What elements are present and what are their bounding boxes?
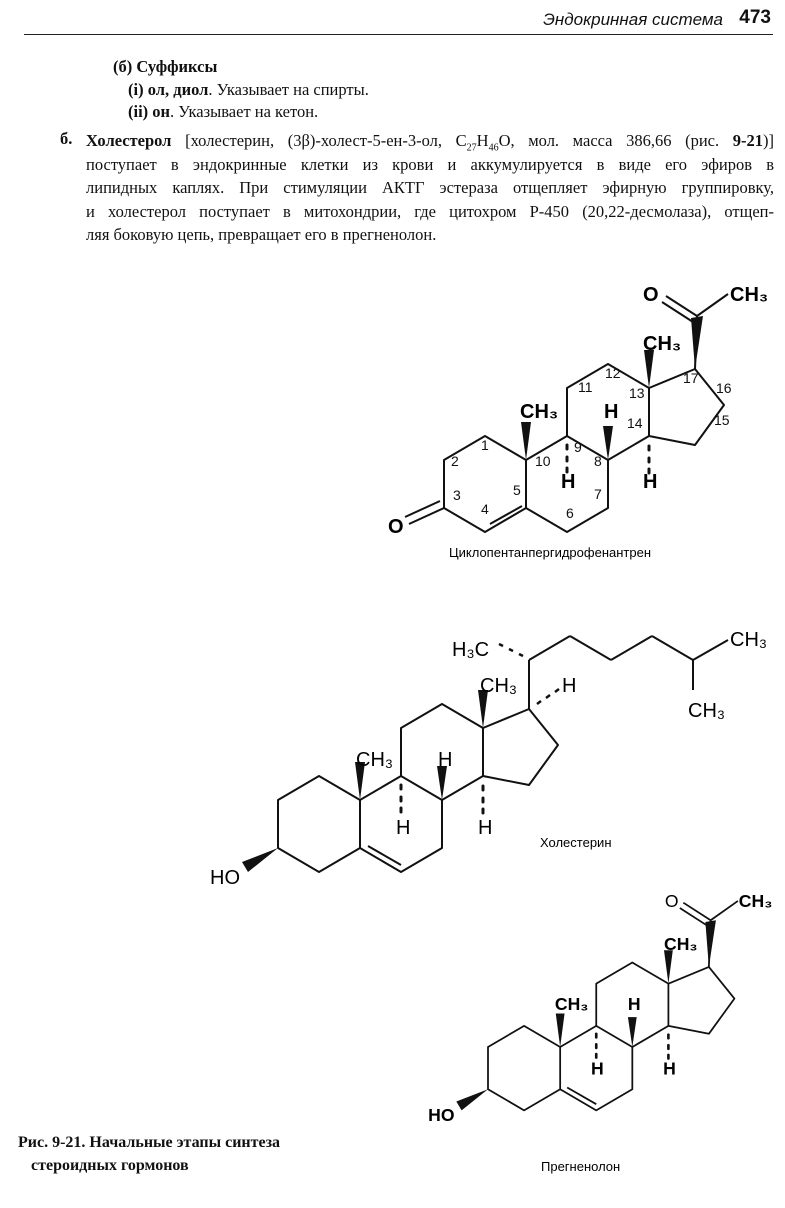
ch3-label: CH₃ [664,934,698,954]
atom-number: 2 [451,453,459,469]
h-label: H [561,471,575,493]
atom-number: 10 [535,453,551,469]
structure-caption: Прегненолон [541,1159,620,1174]
atom-number: 7 [594,486,602,502]
h3c-label: H₃C [452,639,489,661]
formula-text-c: )] [763,131,774,150]
o-label: O [665,891,679,911]
suffix-item-1-term: (i) ол, диол [128,80,209,99]
atom-number: 4 [481,501,489,517]
suffix-item-1: (i) ол, диол. Указывает на спирты. [128,79,369,101]
structure-cholesterol: H₃C CH₃ CH₃ CH₃ H CH₃ H H H HO Холестери… [210,629,767,889]
ch3-label: CH₃ [688,700,725,722]
atom-number: 14 [627,415,643,431]
paragraph-line-3: липидных каплях. При стимуляции АКТГ эст… [86,178,774,197]
h-label: H [663,1058,676,1078]
atom-number: 9 [574,439,582,455]
paragraph-number: б. [60,129,73,148]
atom-number: 13 [629,385,645,401]
atom-number: 11 [578,379,593,395]
structure-caption: Циклопентанпергидрофенантрен [449,545,651,560]
ch3-label: CH₃ [730,284,768,306]
formula-h: H [476,131,489,150]
ch3-label: CH₃ [356,749,393,771]
h-label: H [604,401,618,423]
formula-sub-46: 46 [488,142,499,154]
figure-caption: Рис. 9-21. Начальные этапы синтеза стеро… [18,1131,280,1177]
header-title: Эндокринная система [543,10,723,29]
atom-number: 5 [513,482,521,498]
figure-reference: 9-21 [732,131,763,150]
ch3-label: CH₃ [730,629,767,651]
ch3-label: CH₃ [643,333,681,355]
cholesterol-paragraph: Холестерол [холестерин, (3β)-холест-5-ен… [86,129,774,247]
suffix-item-2-text: . Указывает на кетон. [170,102,319,121]
ch3-label: CH₃ [739,891,773,911]
suffix-item-2-term: (ii) он [128,102,171,121]
structure-cyclopentanoperhydrophenanthrene: O O CH₃ CH₃ CH₃ H H H 1 2 3 4 5 6 7 8 9 … [388,284,768,560]
atom-number: 8 [594,453,602,469]
atom-number: 1 [481,437,489,453]
h-label: H [628,994,641,1014]
formula-text-a: [холестерин, (3β)-холест-5-ен-3-ол, C [171,131,467,150]
ch3-label: CH₃ [520,401,558,423]
atom-number: 17 [683,370,699,386]
atom-number: 16 [716,380,732,396]
ch3-label: CH₃ [480,675,517,697]
h-label: H [591,1058,604,1078]
ho-label: HO [428,1105,454,1125]
atom-number: 3 [453,487,461,503]
cholesterol-term: Холестерол [86,131,172,150]
paragraph-line-2: поступает в эндокринные клетки из крови … [86,154,774,174]
o-label: O [388,516,404,538]
structure-pregnenolone: O CH₃ CH₃ CH₃ H H H HO [428,891,772,1125]
h-label: H [478,817,492,839]
running-header: Эндокринная система 473 [24,0,773,35]
formula-text-b: O, мол. масса 386,66 (рис. [498,131,733,150]
page-number: 473 [739,7,771,28]
suffixes-heading: (б) Суффиксы [113,57,218,76]
figure-caption-line-1: Рис. 9-21. Начальные этапы синтеза [18,1134,281,1151]
paragraph-line-5: ляя боковую цепь, превращает его в прегн… [86,225,437,244]
suffix-item-2: (ii) он. Указывает на кетон. [128,101,318,123]
structure-caption: Холестерин [540,835,612,850]
h-label: H [438,749,452,771]
o-label: O [643,284,659,306]
h-label: H [562,675,576,697]
h-label: H [643,471,657,493]
h-label: H [396,817,410,839]
atom-number: 12 [605,365,621,381]
formula-sub-27: 27 [466,142,477,154]
paragraph-line-1: Холестерол [холестерин, (3β)-холест-5-ен… [86,129,774,153]
atom-number: 15 [714,412,730,428]
figure-caption-line-2: стероидных гормонов [31,1157,189,1174]
atom-numbers: 1 2 3 4 5 6 7 8 9 10 11 12 13 14 15 16 1… [451,365,732,521]
ch3-label: CH₃ [555,994,589,1014]
atom-number: 6 [566,505,574,521]
paragraph-line-4: и холестерол поступает в митохондрии, гд… [86,201,774,221]
suffix-item-1-text: . Указывает на спирты. [208,80,369,99]
ho-label: HO [210,867,240,889]
